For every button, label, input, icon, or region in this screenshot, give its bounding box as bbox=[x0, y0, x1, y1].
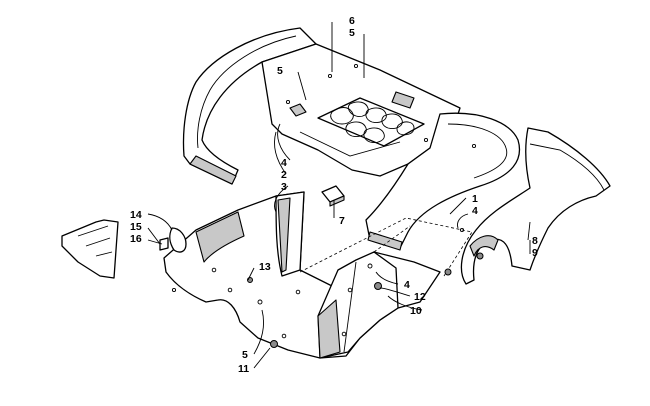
clip-14 bbox=[169, 227, 187, 253]
callout-labels: 6 5 5 4 2 3 7 1 4 8 9 14 15 16 13 4 12 1… bbox=[130, 15, 538, 375]
callout-8: 8 bbox=[532, 235, 538, 247]
clip-15 bbox=[159, 237, 169, 251]
cargo-net bbox=[330, 101, 415, 143]
floor-panel bbox=[163, 191, 473, 359]
callout-2: 2 bbox=[281, 169, 287, 181]
callout-4-right: 4 bbox=[472, 205, 478, 217]
rear-fender bbox=[182, 27, 520, 251]
callout-3: 3 bbox=[281, 181, 287, 193]
callout-13: 13 bbox=[259, 261, 271, 273]
callout-5-bottom: 5 bbox=[242, 349, 248, 361]
callout-11: 11 bbox=[238, 363, 249, 375]
callout-5-left: 5 bbox=[277, 65, 283, 77]
callout-10: 10 bbox=[410, 305, 422, 317]
small-panel-16 bbox=[61, 219, 119, 279]
callout-6: 6 bbox=[349, 15, 355, 27]
callout-15: 15 bbox=[130, 221, 142, 233]
callout-7: 7 bbox=[339, 215, 345, 227]
bracket-7 bbox=[321, 185, 345, 207]
callout-16: 16 bbox=[130, 233, 142, 245]
right-side-panel bbox=[460, 127, 611, 285]
callout-4-bottom: 4 bbox=[404, 279, 410, 291]
leader-lines bbox=[147, 22, 531, 369]
bolt-12 bbox=[444, 268, 452, 276]
callout-1: 1 bbox=[472, 193, 478, 205]
callout-14: 14 bbox=[130, 209, 142, 221]
callout-12: 12 bbox=[414, 291, 426, 303]
callout-4-left: 4 bbox=[281, 157, 287, 169]
callout-9: 9 bbox=[532, 247, 538, 259]
callout-5-top: 5 bbox=[349, 27, 355, 39]
